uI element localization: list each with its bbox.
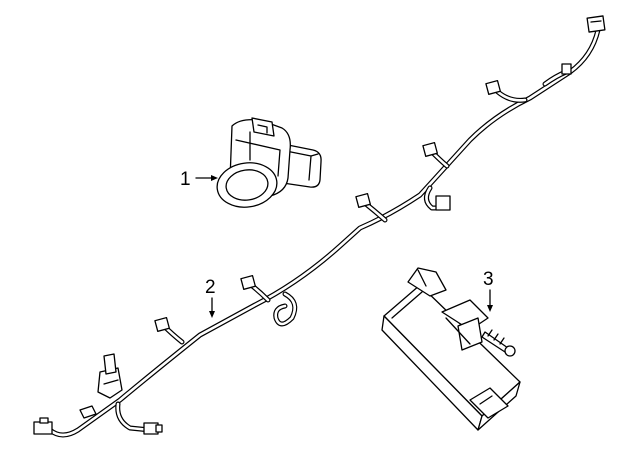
wiring-harness-part[interactable] bbox=[33, 15, 606, 438]
control-module-part[interactable] bbox=[381, 267, 521, 431]
callout-1-label: 1 bbox=[180, 169, 191, 190]
parking-sensor-part[interactable] bbox=[214, 117, 322, 211]
callout-3-label: 3 bbox=[483, 269, 494, 290]
callout-2: 2 bbox=[205, 277, 216, 318]
callout-3: 3 bbox=[483, 269, 494, 312]
callout-2-label: 2 bbox=[205, 277, 216, 298]
callout-1: 1 bbox=[180, 169, 218, 190]
